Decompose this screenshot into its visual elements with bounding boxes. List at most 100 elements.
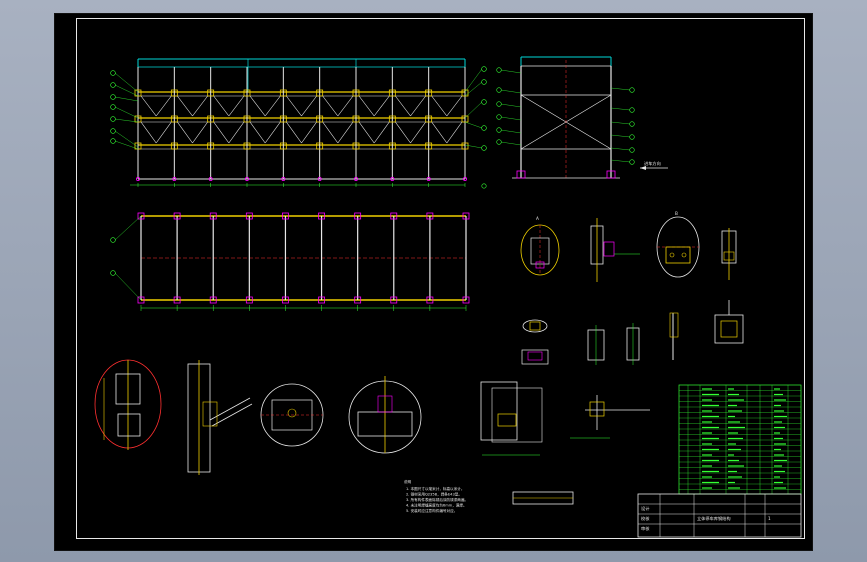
base-detail [480,381,518,441]
truss-diagonal [410,95,426,117]
callout-leader [464,68,483,93]
note-line: 1. 本图尺寸以毫米计，标高以米计。 [406,486,464,491]
plan-column [462,296,470,304]
truss-diagonal [446,95,463,117]
truss-diagonal [192,121,208,144]
plan-column [137,212,145,220]
joint-plate [352,142,360,150]
plan-column [354,212,362,220]
callout-bubble [110,138,116,144]
truss-diagonal [213,95,230,117]
joint-plate [425,115,433,123]
callout-leader [114,72,139,93]
callout-leader [464,121,483,129]
truss-diagonal [177,95,193,117]
plan-column [209,212,217,220]
callout-bubble [629,147,635,153]
truss-diagonal [431,95,448,117]
truss-diagonal [301,121,317,144]
section-plate [669,312,679,338]
detail-plate [665,246,691,264]
truss-diagonal [431,121,448,144]
truss-diagonal [249,95,266,117]
joint-plate [243,115,251,123]
note-line: 2. 钢材采用Q235B，焊条E43型。 [406,492,462,497]
detail-label: A [536,216,539,221]
truss-diagonal [192,95,208,117]
truss-diagonal [155,121,172,144]
base-plate [208,176,213,181]
callout-leader [610,134,631,138]
callout-bubble [629,159,635,165]
callout-leader [610,121,631,125]
section-plate [521,349,549,365]
callout-bubble [496,127,502,133]
truss-diagonal [322,121,339,144]
truss-diagonal [322,95,339,117]
truss-diagonal [264,121,281,144]
callout-bubble [629,134,635,140]
plan-column [390,296,398,304]
joint-plate [170,89,178,97]
callout-leader [500,116,522,121]
title-approve: 审核 [641,525,650,532]
arrow-note: 进车方向 [644,160,661,167]
joint-plate [461,142,469,150]
plan-column [245,212,253,220]
callout-leader [500,129,522,134]
joint-plate [207,89,215,97]
callout-bubble [110,128,116,134]
foundation-column [377,395,393,413]
truss-diagonal [140,95,157,117]
joint-plate [279,89,287,97]
callout-leader [114,96,139,102]
callout-bubble [481,99,487,105]
callout-leader [114,140,139,150]
callout-leader [464,81,483,97]
section-bolt [529,321,541,331]
callout-bubble [481,145,487,151]
base-plate [390,176,395,181]
truss-diagonal [228,121,245,144]
detail-label: B [675,211,678,216]
joint-plate [243,89,251,97]
detail-bolt [535,261,545,269]
plan-column [282,296,289,304]
drawing-sheet [54,13,813,551]
truss-diagonal [286,121,302,144]
joint-plate [170,142,178,150]
callout-leader [610,87,631,91]
truss-diagonal [264,95,281,117]
note-line: 3. 所有构件表面除锈后涂防锈漆两遍。 [406,497,468,502]
brace-member [209,397,251,421]
truss-diagonal [301,95,317,117]
callout-leader [464,101,483,119]
callout-leader [114,130,139,148]
gusset-plate [202,401,218,427]
truss-diagonal [337,95,354,117]
callout-leader [610,147,631,151]
callout-bubble [110,82,116,88]
plan-column [282,212,289,220]
plan-column [137,296,145,304]
callout-leader [610,159,631,163]
joint-plate [207,115,215,123]
callout-bubble [629,107,635,113]
splice-plate [589,401,605,417]
callout-bubble [481,125,487,131]
truss-diagonal [337,121,354,144]
callout-leader [610,107,631,111]
truss-diagonal [410,121,426,144]
note-line: 5. 安装时应注意构件编号对应。 [406,508,457,513]
arrow-head [640,166,646,170]
joint-plate [316,142,324,150]
callout-leader [500,141,522,146]
callout-bubble [110,116,116,122]
plan-column [354,296,362,304]
section-bolt [527,351,543,361]
callout-bubble [496,67,502,73]
callout-bubble [110,237,116,243]
callout-bubble [481,183,487,189]
